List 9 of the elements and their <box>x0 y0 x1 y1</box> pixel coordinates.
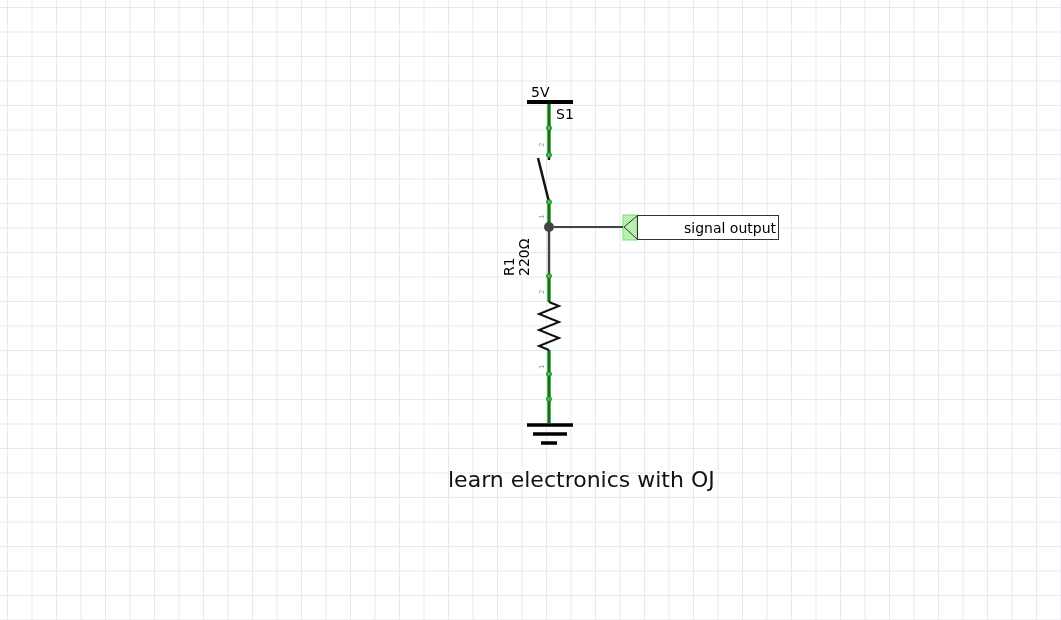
component-label: 220Ω <box>517 238 531 276</box>
net-label-text: signal output <box>683 219 776 236</box>
component-label: R1 <box>502 257 516 276</box>
net-label <box>637 215 779 240</box>
wire <box>553 226 624 228</box>
caption: learn electronics with OJ <box>448 467 715 492</box>
junction-dot <box>544 222 554 232</box>
component-label: 5V <box>531 85 550 99</box>
component-label: S1 <box>556 107 574 121</box>
